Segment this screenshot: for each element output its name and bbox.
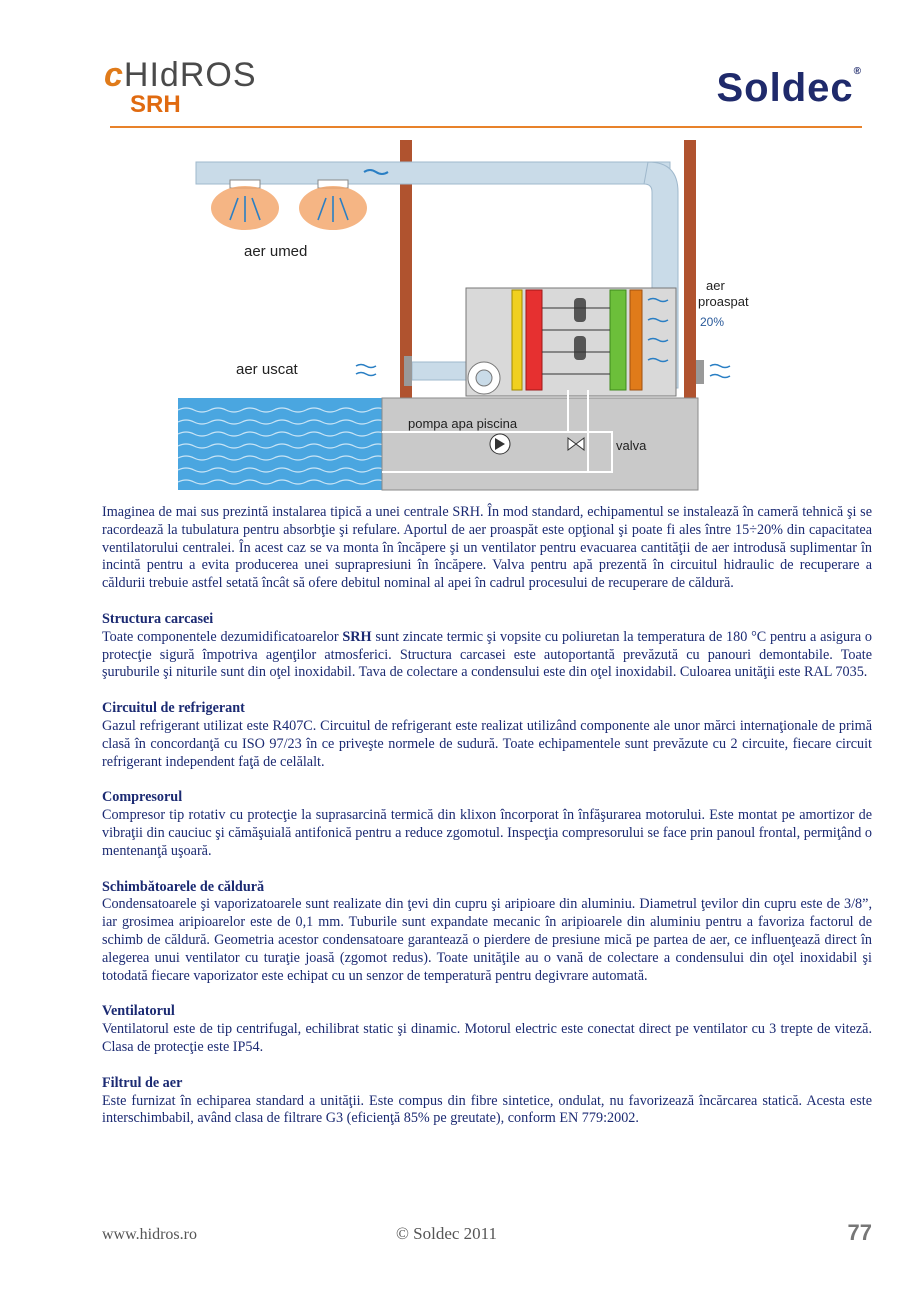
section-compressor: Compresorul Compresor tip rotativ cu pro… xyxy=(102,789,872,860)
filter xyxy=(511,289,523,391)
section-title: Schimbătoarele de căldură xyxy=(102,878,265,895)
compressor-1-icon xyxy=(574,298,586,322)
swoosh-icon: c xyxy=(104,56,124,94)
return-duct xyxy=(411,361,473,381)
section-title: Compresorul xyxy=(102,789,183,806)
fresh-air-in-arrows xyxy=(647,297,731,379)
supply-flow-arrow xyxy=(363,169,389,175)
dry-air-arrows xyxy=(355,363,377,377)
footer-website[interactable]: www.hidros.ro xyxy=(102,1226,197,1243)
return-air-grille xyxy=(404,356,412,386)
pool-waves xyxy=(177,407,387,485)
soldec-logo: Soldec® xyxy=(716,66,862,111)
label-valve: valva xyxy=(616,438,647,453)
label-humid-air: aer umed xyxy=(244,243,307,260)
label-fresh-pct: 20% xyxy=(700,315,724,329)
compressor-2-icon xyxy=(574,336,586,360)
supply-duct xyxy=(195,161,671,185)
section-heat-exchangers: Schimbătoarele de căldură Condensatoarel… xyxy=(102,879,872,986)
label-pump: pompa apa piscina xyxy=(408,416,518,431)
installation-diagram-svg: aer umed aer uscat aer proaspat 20% xyxy=(177,140,766,492)
fresh-air-grille xyxy=(696,360,704,384)
valve-icon xyxy=(567,437,585,451)
installation-diagram: aer umed aer uscat aer proaspat 20% xyxy=(177,140,766,492)
preheat-coil xyxy=(629,289,643,391)
section-text: Gazul refrigerant utilizat este R407C. C… xyxy=(102,717,872,770)
section-air-filter: Filtrul de aer Este furnizat în echipare… xyxy=(102,1075,872,1128)
section-text: Este furnizat în echiparea standard a un… xyxy=(102,1092,872,1127)
section-title: Structura carcasei xyxy=(102,610,214,627)
soldec-wordmark: Soldec xyxy=(716,66,854,110)
body-text: Imaginea de mai sus prezintă instalarea … xyxy=(102,504,872,1128)
section-housing: Structura carcasei Toate componentele de… xyxy=(102,611,872,682)
intro-paragraph: Imaginea de mai sus prezintă instalarea … xyxy=(102,504,872,592)
hidros-wordmark: HIdROS xyxy=(123,56,257,94)
registered-mark: ® xyxy=(853,66,862,77)
footer-copyright: © Soldec 2011 xyxy=(396,1224,498,1243)
left-wall xyxy=(400,140,412,398)
hidros-logo: cHIdROS SRH xyxy=(104,58,257,118)
section-title: Filtrul de aer xyxy=(102,1074,183,1091)
label-fresh-air-2: proaspat xyxy=(698,294,749,309)
section-title: Circuitul de refrigerant xyxy=(102,700,245,717)
evaporator-coil xyxy=(609,289,627,391)
technical-room-floor xyxy=(381,397,699,491)
section-refrigerant: Circuitul de refrigerant Gazul refrigera… xyxy=(102,700,872,771)
section-text: Ventilatorul este de tip centrifugal, ec… xyxy=(102,1021,872,1055)
water-circuit xyxy=(382,390,613,473)
header-rule xyxy=(110,126,862,128)
condenser-coil xyxy=(525,289,543,391)
srh-label: SRH xyxy=(130,91,181,118)
page-number: 77 xyxy=(847,1220,872,1245)
section-title: Ventilatorul xyxy=(102,1003,175,1020)
refrigerant-lines xyxy=(542,307,610,375)
section-text: Condensatoarele şi vaporizatoarele sunt … xyxy=(102,896,872,984)
right-wall xyxy=(684,140,696,398)
section-fan: Ventilatorul Ventilatorul este de tip ce… xyxy=(102,1003,872,1056)
label-dry-air: aer uscat xyxy=(236,361,299,378)
section-text: Toate componentele dezumidificatoarelor … xyxy=(102,628,872,681)
section-text: Compresor tip rotativ cu protecţie la su… xyxy=(102,807,872,859)
label-fresh-air-1: aer xyxy=(706,278,725,293)
humid-air-arrows xyxy=(229,196,349,222)
